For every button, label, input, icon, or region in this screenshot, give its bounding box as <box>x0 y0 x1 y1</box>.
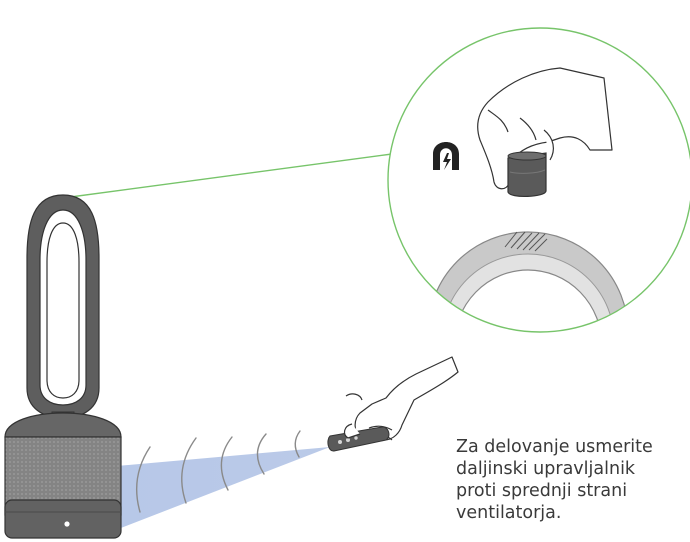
instruction-text: Za delovanje usmerite daljinski upravlja… <box>456 436 684 524</box>
remote-control-icon <box>327 426 390 452</box>
callout-line <box>62 153 393 199</box>
fan-status-light <box>64 521 70 527</box>
instruction-line-1: Za delovanje usmerite <box>456 437 653 457</box>
signal-waves <box>135 430 301 513</box>
remote-hand <box>345 356 459 441</box>
instruction-line-2: daljinski upravljalnik <box>456 459 636 479</box>
detail-zoom <box>387 27 690 333</box>
fan-device <box>4 194 122 539</box>
instruction-line-4: ventilatorja. <box>456 503 562 523</box>
magnetic-remote <box>507 129 554 197</box>
instruction-line-3: proti sprednji strani <box>456 481 628 501</box>
magnet-icon <box>433 142 459 170</box>
